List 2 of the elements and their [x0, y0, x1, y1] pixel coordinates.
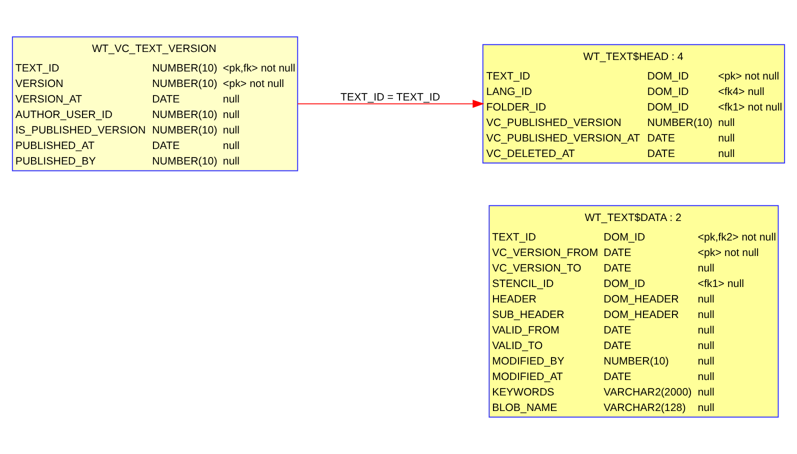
arrow	[297, 100, 484, 108]
edge-label: TEXT_ID = TEXT_ID	[340, 92, 440, 104]
